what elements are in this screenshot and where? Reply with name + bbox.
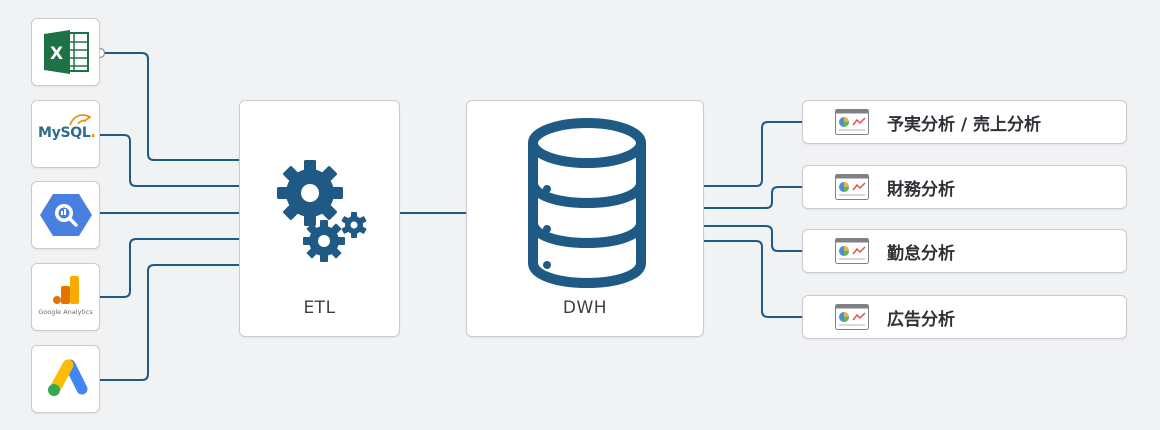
output-label: 予実分析 / 売上分析 <box>887 114 1042 135</box>
output-attendance-analysis: 勤怠分析 <box>802 229 1127 273</box>
connector-excel-etl <box>104 52 265 167</box>
source-mysql: MySQL. <box>31 100 100 168</box>
dwh-label: DWH <box>562 298 608 318</box>
output-label: 勤怠分析 <box>887 243 955 264</box>
report-icon <box>835 238 869 264</box>
connector-dwh-output3 <box>704 225 820 258</box>
output-budget-sales-analysis: 予実分析 / 売上分析 <box>802 100 1127 144</box>
report-icon <box>835 174 869 200</box>
report-icon <box>835 304 869 330</box>
gears-icon <box>277 160 367 262</box>
source-google-analytics: Google Analytics <box>31 263 100 331</box>
source-excel: X <box>31 18 100 86</box>
google-ads-icon <box>47 359 87 396</box>
dolphin-icon <box>69 114 92 126</box>
connector-ga-etl <box>100 232 265 298</box>
bigquery-icon <box>39 194 92 236</box>
connector-dwh-output1 <box>704 115 820 187</box>
etl-label: ETL <box>303 298 336 318</box>
database-icon <box>528 118 646 289</box>
output-label: 財務分析 <box>887 179 955 200</box>
google-analytics-icon <box>53 276 79 304</box>
source-bigquery <box>31 181 100 249</box>
connector-ads-etl <box>100 258 265 381</box>
connector-dwh-output4 <box>704 240 820 324</box>
source-google-ads <box>31 345 100 413</box>
mysql-icon: MySQL. <box>38 125 96 141</box>
etl-box: ETL <box>239 100 400 337</box>
excel-icon: X <box>43 30 89 74</box>
dwh-box: DWH <box>466 100 704 337</box>
output-financial-analysis: 財務分析 <box>802 165 1127 209</box>
svg-text:X: X <box>50 44 63 64</box>
output-label: 広告分析 <box>887 309 955 330</box>
mysql-dot: . <box>90 125 96 141</box>
google-analytics-text: Google Analytics <box>38 308 93 316</box>
report-icon <box>835 109 869 135</box>
output-ad-analysis: 広告分析 <box>802 295 1127 339</box>
connector-mysql-etl <box>100 134 265 193</box>
mysql-text: MySQL <box>38 125 91 141</box>
connector-dwh-output2 <box>704 180 820 209</box>
